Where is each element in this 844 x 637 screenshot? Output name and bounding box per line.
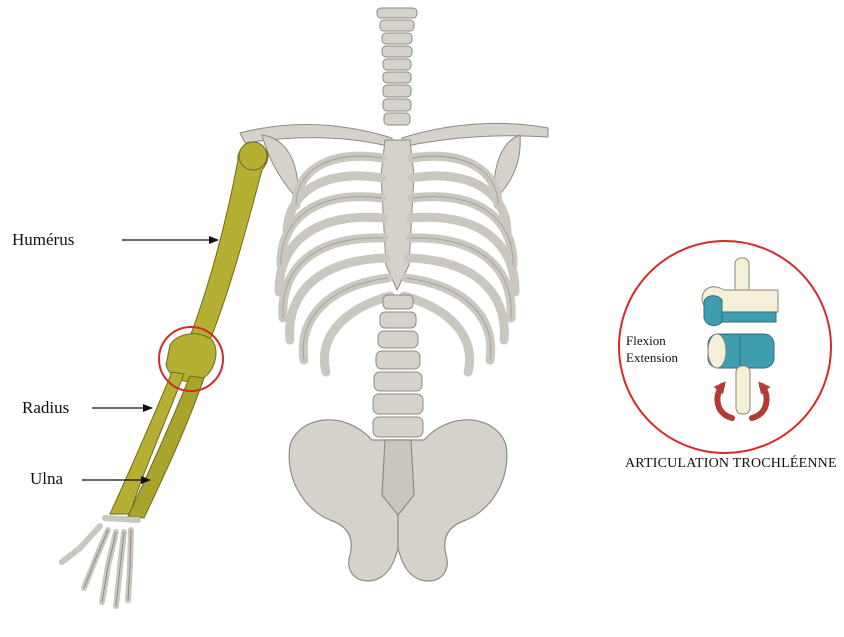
- humeral-head: [239, 142, 267, 170]
- pelvis: [289, 420, 507, 581]
- upper-saddle-inner: [704, 296, 722, 326]
- flexion-label: Flexion: [626, 333, 666, 349]
- extension-arrow: [752, 386, 767, 418]
- left-scapula: [262, 135, 298, 200]
- ulna-label: Ulna: [30, 470, 63, 487]
- flexion-arrow: [717, 386, 732, 418]
- lumbar-spine: [373, 295, 423, 437]
- extension-label: Extension: [626, 350, 678, 366]
- hand-bones: [62, 518, 138, 606]
- humerus-label: Humérus: [12, 231, 74, 248]
- cervical-spine: [377, 8, 417, 125]
- joint-caption: ARTICULATION TROCHLÉENNE: [625, 456, 837, 472]
- radius-label: Radius: [22, 399, 69, 416]
- right-clavicle: [402, 123, 548, 147]
- lower-post: [736, 366, 750, 414]
- highlighted-arm: [110, 142, 268, 518]
- humerus-bone: [184, 146, 268, 352]
